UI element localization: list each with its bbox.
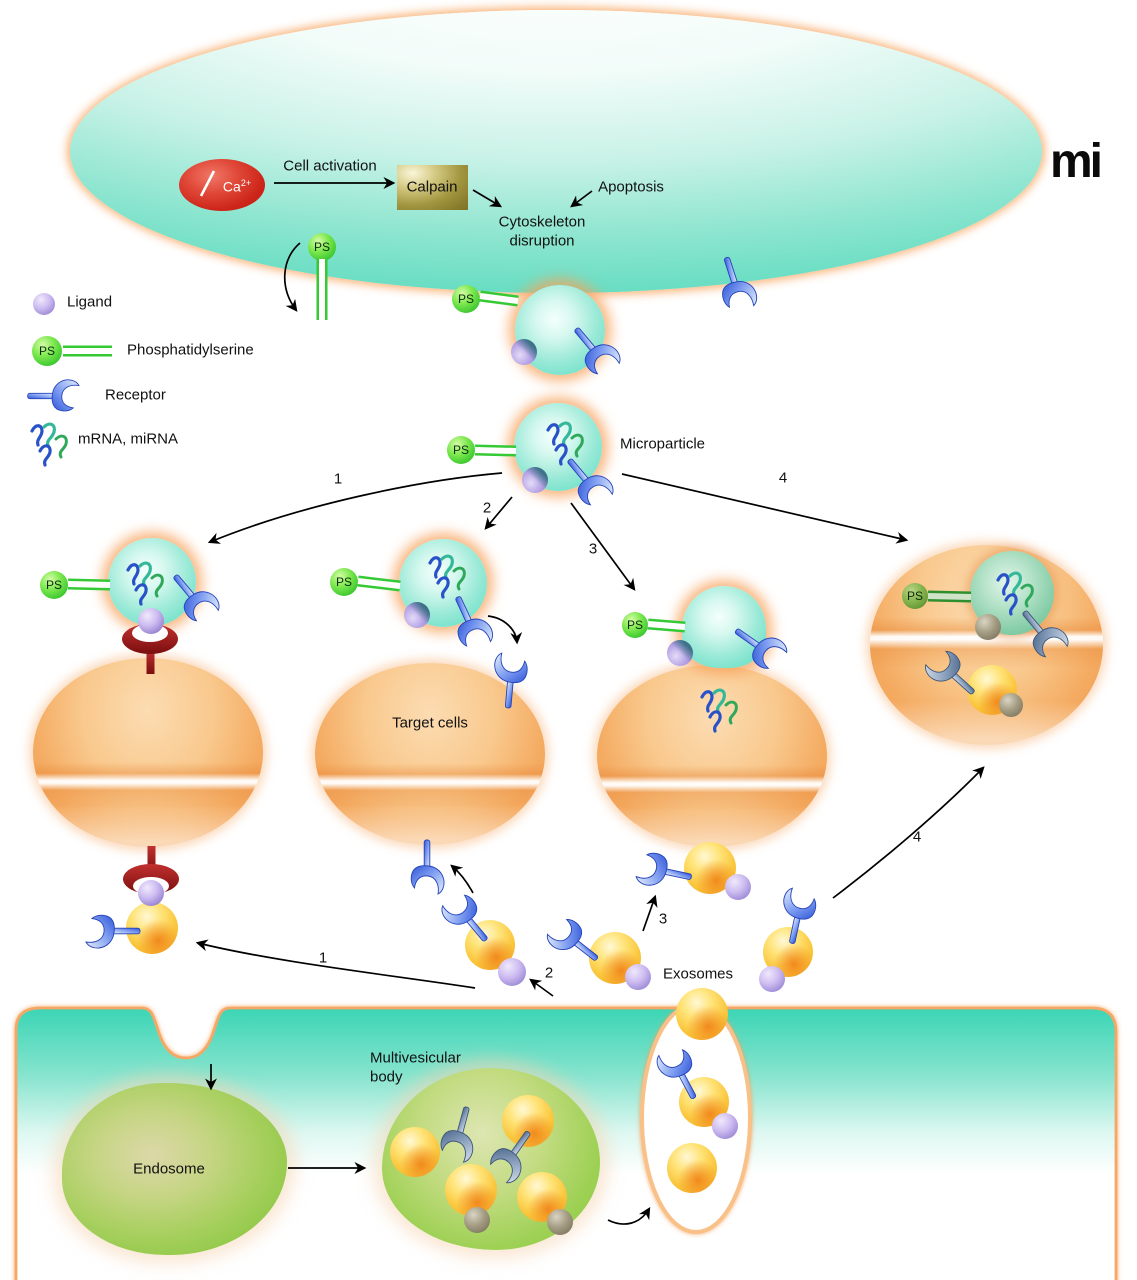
endosome-label: Endosome — [133, 1160, 205, 1178]
exosome-scene1 — [126, 902, 178, 954]
calpain-label: Calpain — [406, 178, 458, 196]
target-cell-1 — [33, 658, 263, 847]
apoptotic-cell — [70, 10, 1042, 293]
arrow-exosome-3 — [642, 894, 658, 932]
calcium-label: Ca2+ — [223, 178, 251, 196]
step-3-bottom: 3 — [658, 910, 668, 928]
mvb-ligand-2 — [547, 1209, 573, 1235]
ligand-exosome-middle — [625, 964, 651, 990]
arrow-mvb-to-channel — [607, 1206, 651, 1225]
arrow-pathway-3 — [570, 502, 636, 591]
arrow-receptor-transfer-bottom — [450, 864, 474, 894]
microparticle-label: Microparticle — [620, 435, 706, 453]
mvb-label-1: Multivesicular — [370, 1049, 461, 1067]
mvb-label-2: body — [370, 1068, 403, 1086]
ligand-scene4 — [975, 614, 1001, 640]
mvb-vesicle-1 — [390, 1127, 440, 1177]
legend-ligand-icon — [33, 293, 55, 315]
ligand-microparticle — [522, 467, 548, 493]
ps-ball-scene3: PS — [622, 612, 648, 638]
microparticle-scene3 — [682, 586, 766, 668]
legend-ligand-label: Ligand — [67, 293, 113, 311]
arrow-exosome-2 — [529, 978, 554, 997]
mi-journal-logo: mi — [1050, 135, 1103, 188]
legend-receptor-label: Receptor — [105, 386, 166, 404]
target-cell-3 — [597, 665, 827, 847]
legend-mrna-label: mRNA, miRNA — [78, 430, 178, 448]
arrow-pathway-4 — [621, 473, 909, 544]
step-2-top: 2 — [482, 499, 492, 517]
ligand-exosome-channel — [712, 1113, 738, 1139]
microparticle-scene1 — [108, 538, 196, 626]
step-2-bottom: 2 — [544, 964, 554, 982]
calpain-box — [397, 165, 468, 210]
cytoskeleton-label-2: disruption — [509, 232, 575, 250]
cytoskeleton-label-1: Cytoskeleton — [498, 213, 586, 231]
legend-receptor-icon — [27, 379, 80, 412]
legend-ps-label: Phosphatidylserine — [127, 341, 254, 359]
exosomes-label: Exosomes — [663, 965, 734, 983]
apoptosis-label: Apoptosis — [598, 178, 664, 196]
ps-flip-ball: PS — [308, 233, 336, 261]
ps-ball-budding: PS — [452, 285, 480, 313]
mvb-ligand-1 — [464, 1207, 490, 1233]
cell-activation-label: Cell activation — [283, 157, 377, 175]
ps-ball-microparticle: PS — [447, 436, 475, 464]
step-4-top: 4 — [778, 469, 788, 487]
calcium-sup: 2+ — [240, 177, 252, 188]
exosome-channel-top — [676, 988, 728, 1040]
legend-ps-icon: PS — [32, 336, 62, 366]
ligand-budding — [511, 339, 537, 365]
legend-mrna-icon — [30, 422, 68, 467]
ligand-exosome-scene2 — [498, 958, 526, 986]
arrow-exosome-1 — [195, 939, 476, 989]
target-cell-2 — [315, 663, 545, 845]
ligand-scene3 — [667, 640, 693, 666]
step-1-top: 1 — [333, 470, 343, 488]
ps-ball-scene2: PS — [330, 568, 358, 596]
step-4-bottom: 4 — [912, 828, 922, 846]
step-1-bottom: 1 — [318, 949, 328, 967]
ps-ball-scene1: PS — [40, 571, 68, 599]
ligand-scene2 — [404, 602, 430, 628]
arrow-exosome-4 — [832, 766, 985, 899]
calcium-ellipse — [179, 159, 265, 211]
step-3-top: 3 — [588, 540, 598, 558]
arrow-pathway-1 — [207, 472, 503, 544]
ps-ball-scene4: PS — [902, 583, 928, 609]
ligand-exosome-scene3 — [725, 874, 751, 900]
target-cells-label: Target cells — [392, 714, 468, 732]
cup-receptor-bottom — [123, 846, 179, 906]
ligand-exosome-right — [759, 966, 785, 992]
receptor-undercell-scene2-icon — [410, 839, 445, 895]
ligand-internalized-exosome — [999, 693, 1023, 717]
arrow-receptor-transfer — [487, 615, 523, 645]
calcium-text: Ca — [222, 178, 241, 195]
exosome-channel-bottom — [667, 1143, 717, 1193]
mvb-vesicle-2 — [502, 1095, 554, 1147]
